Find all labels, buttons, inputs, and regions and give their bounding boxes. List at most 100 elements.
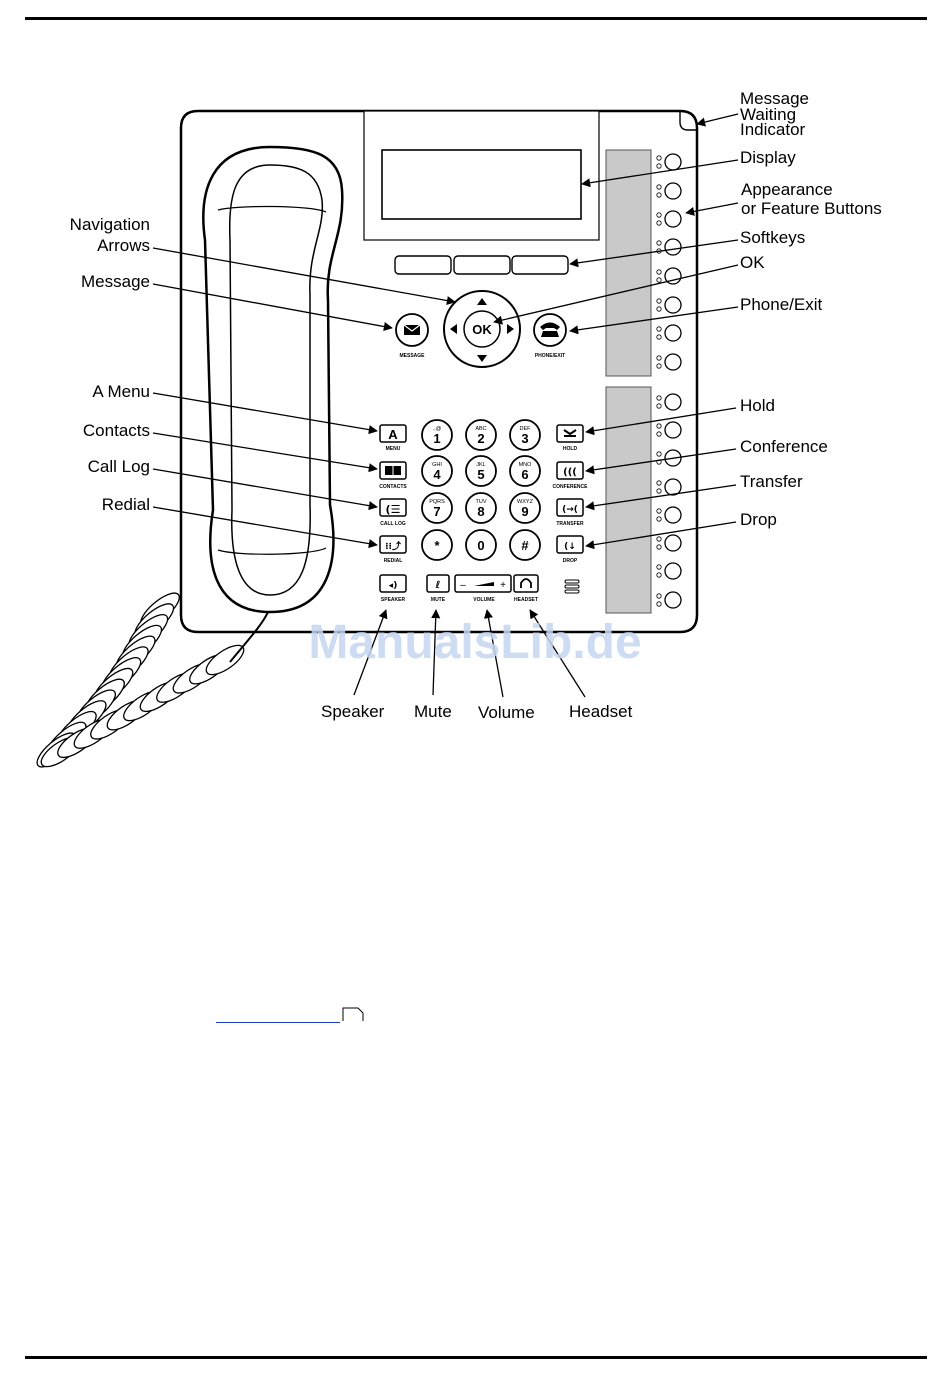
- status-led-icon: [656, 516, 662, 522]
- keypad-key-digit: 2: [477, 431, 484, 446]
- nav-right-icon: [507, 324, 514, 334]
- appearance-button-4[interactable]: [656, 238, 682, 256]
- keypad-key-letters: JKL: [476, 462, 485, 468]
- appearance-button-15[interactable]: [656, 562, 682, 580]
- redial-button[interactable]: ⁝⁝⤴ REDIAL: [379, 535, 407, 564]
- appearance-button-16[interactable]: [656, 591, 682, 609]
- status-led-icon: [656, 277, 662, 283]
- label-navigation-1: Navigation: [70, 215, 150, 234]
- keypad-key-letters: WXYZ: [517, 499, 534, 505]
- keypad-key-letters: GHI: [432, 462, 442, 468]
- status-led-icon: [656, 544, 662, 550]
- message-waiting-indicator: [679, 111, 697, 131]
- label-conference: Conference: [740, 437, 828, 456]
- navigation-cluster[interactable]: OK: [443, 290, 521, 368]
- status-led-icon: [656, 508, 662, 514]
- appearance-button-1[interactable]: [656, 153, 682, 171]
- label-mute: Mute: [414, 702, 452, 721]
- status-led-icon: [656, 601, 662, 607]
- appearance-button-10[interactable]: [656, 421, 682, 439]
- status-led-icon: [656, 564, 662, 570]
- keypad-key-letters: PQRS: [429, 499, 445, 505]
- headset-button[interactable]: HEADSET: [513, 574, 539, 603]
- status-led-icon: [656, 480, 662, 486]
- keypad-key-0[interactable]: 0: [465, 529, 497, 561]
- page-reference-icon[interactable]: [342, 1007, 364, 1021]
- microphone-muted-icon: ℓ: [435, 580, 441, 591]
- keypad-key-hash[interactable]: #: [509, 529, 541, 561]
- volume-key-label: VOLUME: [473, 597, 495, 603]
- speaker-icon: ◂): [389, 581, 398, 591]
- contacts-key-label: CONTACTS: [379, 484, 407, 490]
- transfer-button[interactable]: (→( TRANSFER: [556, 498, 584, 527]
- status-led-icon: [656, 593, 662, 599]
- button-label-strip-bottom: [605, 386, 652, 614]
- keypad-key-digit: 4: [433, 467, 441, 482]
- conference-button[interactable]: ((( CONFERENCE: [552, 461, 588, 490]
- call-log-button[interactable]: (☰ CALL LOG: [379, 498, 407, 527]
- speaker-button[interactable]: ◂) SPEAKER: [379, 574, 407, 603]
- conference-key-label: CONFERENCE: [552, 484, 588, 490]
- label-contacts: Contacts: [83, 421, 150, 440]
- hold-button[interactable]: HOLD: [556, 424, 584, 452]
- appearance-buttons[interactable]: [656, 153, 682, 609]
- nav-down-icon: [477, 355, 487, 362]
- keypad-key-star[interactable]: *: [421, 529, 453, 561]
- callout-labels: Message Waiting Indicator Display Appear…: [70, 89, 882, 722]
- appearance-button-8[interactable]: [656, 353, 682, 371]
- button-label-strip-top: [605, 149, 652, 377]
- label-redial: Redial: [102, 495, 150, 514]
- label-transfer: Transfer: [740, 472, 803, 491]
- softkeys[interactable]: [394, 255, 569, 275]
- appearance-button-13[interactable]: [656, 506, 682, 524]
- label-message-waiting-3: Indicator: [740, 120, 806, 139]
- status-led-icon: [656, 306, 662, 312]
- keypad-key-digit: 9: [521, 504, 528, 519]
- handset-cord: [36, 592, 269, 768]
- appearance-button-12[interactable]: [656, 478, 682, 496]
- menu-button[interactable]: A MENU: [379, 424, 407, 452]
- appearance-button-2[interactable]: [656, 182, 682, 200]
- conference-icon: (((: [563, 467, 577, 478]
- contacts-button[interactable]: CONTACTS: [379, 461, 407, 490]
- appearance-button-9[interactable]: [656, 393, 682, 411]
- keypad-key-1[interactable]: .,@1: [421, 419, 453, 451]
- label-message-waiting-2: Waiting: [740, 105, 796, 124]
- mute-button[interactable]: ℓ MUTE: [426, 574, 450, 603]
- appearance-button-5[interactable]: [656, 267, 682, 285]
- keypad-key-digit: 5: [477, 467, 484, 482]
- label-ok: OK: [740, 253, 765, 272]
- appearance-button-3[interactable]: [656, 210, 682, 228]
- label-softkeys: Softkeys: [740, 228, 805, 247]
- appearance-button-6[interactable]: [656, 296, 682, 314]
- drop-key-label: DROP: [563, 558, 578, 564]
- appearance-button-14[interactable]: [656, 534, 682, 552]
- hyperlink-underline[interactable]: [216, 1004, 340, 1023]
- status-led-icon: [656, 269, 662, 275]
- volume-ramp-icon: [474, 582, 494, 586]
- phone-exit-button[interactable]: PHONE/EXIT: [533, 313, 567, 359]
- volume-rocker[interactable]: – + VOLUME: [454, 574, 512, 603]
- hold-icon: [563, 429, 577, 437]
- status-led-icon: [656, 184, 662, 190]
- transfer-icon: (→(: [562, 505, 578, 515]
- keypad-key-letters: .,@: [433, 426, 442, 432]
- nav-up-icon: [477, 298, 487, 305]
- appearance-button-7[interactable]: [656, 324, 682, 342]
- drop-button[interactable]: (↓ DROP: [556, 535, 584, 564]
- drop-icon: (↓: [564, 542, 576, 552]
- volume-up-icon: +: [500, 580, 506, 591]
- status-led-icon: [656, 155, 662, 161]
- headset-key-label: HEADSET: [514, 597, 538, 603]
- message-button[interactable]: MESSAGE: [395, 313, 429, 359]
- label-hold: Hold: [740, 396, 775, 415]
